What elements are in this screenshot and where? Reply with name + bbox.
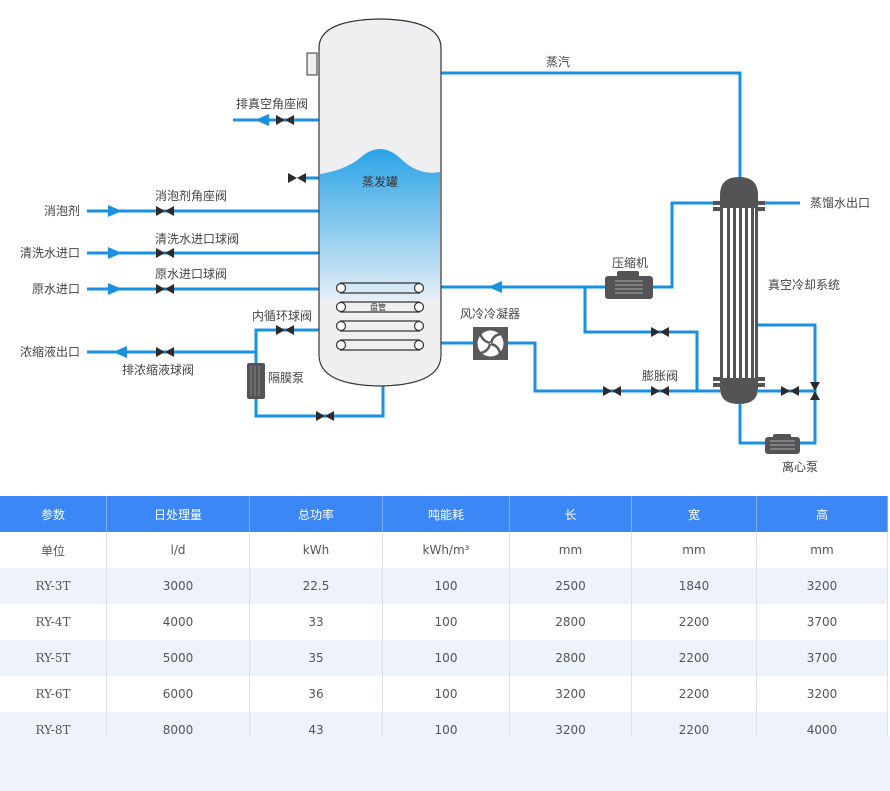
steam-label: 蒸汽	[546, 54, 570, 69]
table-cell: 3200	[756, 676, 888, 712]
header-cell: 高	[756, 496, 888, 532]
flow-arrows	[108, 114, 502, 358]
defoamer-label: 消泡剂	[44, 203, 80, 218]
header-cell: 吨能耗	[382, 496, 510, 532]
table-cell: 6000	[106, 676, 250, 712]
raw-inlet-label: 原水进口	[32, 282, 80, 296]
table-cell: mm	[756, 532, 888, 568]
table-cell: 3700	[756, 640, 888, 676]
condenser-label: 风冷冷凝器	[460, 306, 520, 321]
table-cell: 单位	[0, 532, 107, 568]
centrifugal-pump-label: 离心泵	[782, 459, 818, 474]
distilled-outlet-label: 蒸馏水出口	[810, 196, 870, 210]
wash-valve-label: 清洗水进口球阀	[155, 232, 239, 246]
expansion-valve-label: 膨胀阀	[642, 369, 678, 383]
table-cell: l/d	[106, 532, 250, 568]
concentrate-valve-label: 排浓缩液球阀	[122, 362, 194, 377]
table-cell: RY-5T	[0, 640, 107, 676]
table-header-row: 参数 日处理量 总功率 吨能耗 长 宽 高	[0, 496, 888, 532]
table-cell: 2800	[509, 604, 632, 640]
table-cell: 3200	[756, 568, 888, 604]
header-cell: 长	[509, 496, 632, 532]
table-cell: 3200	[509, 676, 632, 712]
diaphragm-pump-label: 隔膜泵	[268, 371, 304, 385]
table-cell: 100	[382, 640, 510, 676]
table-cell: 2500	[509, 568, 632, 604]
table-cell: 1840	[631, 568, 757, 604]
header-cell: 总功率	[249, 496, 383, 532]
concentrate-outlet-label: 浓缩液出口	[20, 344, 80, 359]
header-cell: 宽	[631, 496, 757, 532]
table-cell: 100	[382, 604, 510, 640]
table-cell: kWh	[249, 532, 383, 568]
table-cell: 2800	[509, 640, 632, 676]
table-cell: 33	[249, 604, 383, 640]
coil	[335, 282, 425, 351]
table-cell: 4000	[106, 604, 250, 640]
table-cell: RY-3T	[0, 568, 107, 604]
table-cell: 3700	[756, 604, 888, 640]
table-cell: 5000	[106, 640, 250, 676]
table-cell: 36	[249, 676, 383, 712]
heat-exchanger	[713, 177, 765, 404]
header-cell: 日处理量	[106, 496, 250, 532]
tank-label: 蒸发罐	[362, 174, 398, 189]
fan-icon	[473, 327, 508, 360]
table-cell: RY-4T	[0, 604, 107, 640]
header-cell: 参数	[0, 496, 107, 532]
table-cell: 2200	[631, 676, 757, 712]
circulation-valve-label: 内循环球阀	[252, 309, 312, 323]
table-cell: 35	[249, 640, 383, 676]
table-cell: 22.5	[249, 568, 383, 604]
compressor-icon	[605, 271, 653, 299]
table-cell: 100	[382, 676, 510, 712]
table-cell: RY-6T	[0, 676, 107, 712]
table-cell: 3000	[106, 568, 250, 604]
table-cell: kWh/m³	[382, 532, 510, 568]
table-cell: 2200	[631, 640, 757, 676]
process-diagram: 蒸发罐 盘管 蒸汽 排真空角座阀 消泡剂 消泡剂角座阀 清洗水进口 清洗水进口球…	[20, 18, 870, 474]
table-cell: mm	[631, 532, 757, 568]
evaporator-tank	[306, 18, 442, 387]
pipes	[87, 71, 817, 445]
coil-label: 盘管	[370, 302, 386, 312]
compressor-label: 压缩机	[612, 255, 648, 270]
defoamer-valve-label: 消泡剂角座阀	[155, 188, 227, 203]
centrifugal-pump-icon	[765, 434, 800, 454]
table-footer-area	[0, 736, 890, 791]
table-cell: 100	[382, 568, 510, 604]
raw-valve-label: 原水进口球阀	[155, 267, 227, 281]
vacuum-valve-label: 排真空角座阀	[236, 96, 308, 111]
table-cell: 2200	[631, 604, 757, 640]
diaphragm-pump-icon	[247, 363, 265, 399]
wash-inlet-label: 清洗水进口	[20, 246, 80, 260]
table-cell: mm	[509, 532, 632, 568]
vacuum-cooling-label: 真空冷却系统	[768, 278, 840, 292]
